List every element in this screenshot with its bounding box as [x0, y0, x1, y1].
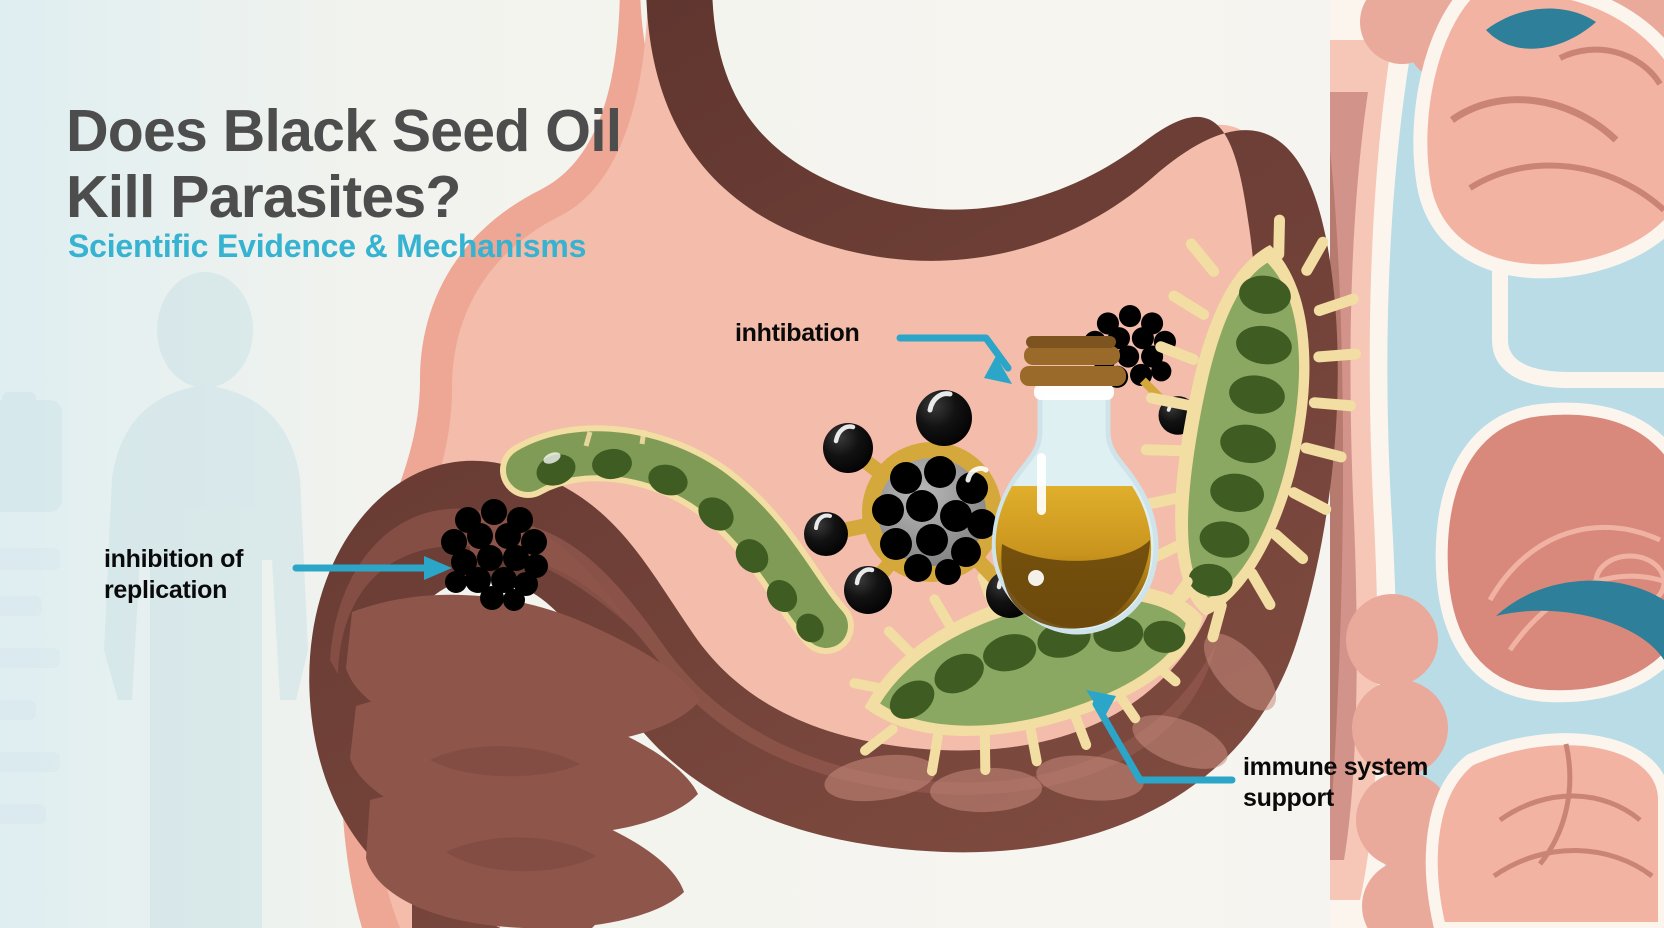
clipboard-watermark [0, 392, 62, 824]
black-seed-cluster [441, 499, 548, 611]
ghost-human-figure [104, 272, 308, 928]
intestinal-folds [824, 633, 1277, 813]
arrow-inhibition-of-replication [292, 556, 452, 580]
thymoquinone-molecule [804, 390, 1034, 618]
anatomy-colon-beads-lower [1346, 594, 1454, 928]
page-title: Does Black Seed Oil Kill Parasites? [66, 97, 622, 230]
page-subtitle: Scientific Evidence & Mechanisms [68, 228, 587, 264]
anatomy-background-illustration [1330, 0, 1664, 928]
molecule-outer-atoms [804, 390, 1034, 618]
black-seed-oil-flask [991, 336, 1159, 635]
annotation-inhibition-of-replication: inhibition of replication [104, 545, 244, 604]
annotation-immune-system-support: immune system support [1243, 753, 1429, 812]
colon-haustra [346, 594, 700, 928]
annotation-inhibition: inhtibation [735, 319, 860, 347]
green-parasite [500, 214, 1362, 777]
arrow-inhibition [896, 334, 1012, 384]
annotation-arrows [292, 334, 1236, 784]
arrow-immune-system-support [1086, 690, 1236, 784]
